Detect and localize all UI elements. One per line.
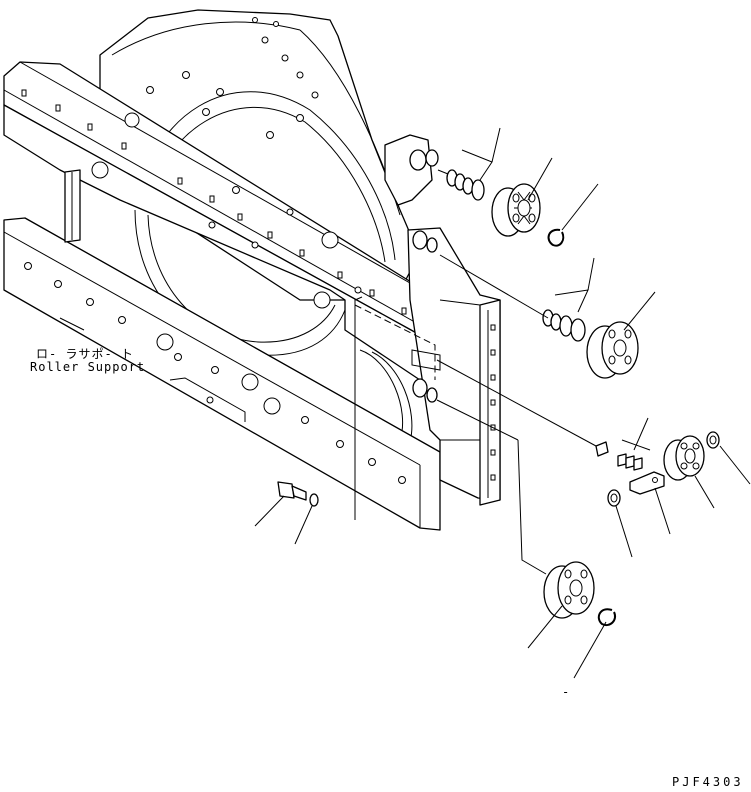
- snap-ring-1: [547, 228, 565, 247]
- main-frame-plate: [3, 71, 441, 381]
- roller-1: [491, 183, 541, 237]
- roller-support-label-en: Roller Support: [30, 360, 146, 374]
- washer-right: [706, 431, 720, 449]
- right-channel: [407, 227, 501, 506]
- roller-4: [543, 561, 595, 619]
- bolt-and-washer: [277, 481, 319, 507]
- lower-bar: [3, 217, 441, 531]
- snap-ring-2: [597, 608, 616, 626]
- leader-lines: [59, 127, 751, 679]
- roller-3: [663, 435, 705, 481]
- washer-stack-2: [542, 309, 586, 342]
- washer-stack-1: [446, 169, 485, 201]
- tick-mark: -: [562, 685, 571, 699]
- roller-2: [586, 321, 639, 379]
- washer-left: [607, 489, 621, 507]
- side-pins: [411, 230, 441, 403]
- left-posts: [64, 169, 81, 243]
- top-bracket: [384, 134, 439, 206]
- drawing-code: PJF4303: [672, 775, 744, 789]
- roller-support-label-jp: ロ- ラサポ- ト: [36, 347, 134, 361]
- shim-plates: [595, 441, 665, 495]
